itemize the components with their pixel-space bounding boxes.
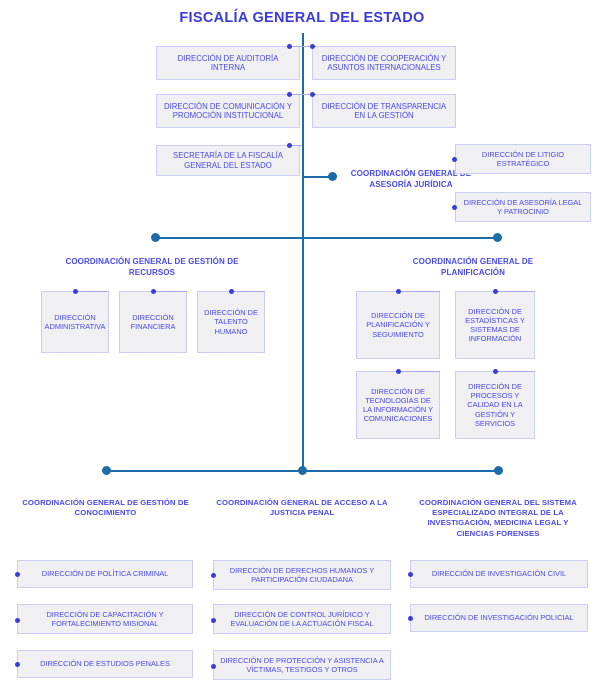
box-talento-humano[interactable]: DIRECCIÓN DE TALENTO HUMANO: [197, 291, 265, 353]
dot-planificacion-branch: [493, 233, 502, 242]
heading-acceso-justicia-penal: COORDINACIÓN GENERAL DE ACCESO A LA JUST…: [216, 498, 388, 518]
connector-talento-humano: [231, 291, 265, 292]
dot-auditoria: [287, 43, 292, 49]
connector-planificacion-seguimiento: [398, 291, 440, 292]
dot-derechos-humanos: [210, 572, 216, 578]
box-planificacion-seguimiento[interactable]: DIRECCIÓN DE PLANIFICACIÓN Y SEGUIMIENTO: [356, 291, 440, 359]
box-tecnologias-informacion[interactable]: DIRECCIÓN DE TECNOLOGÍAS DE LA INFORMACI…: [356, 371, 440, 439]
connector-transparencia: [302, 94, 316, 95]
dot-justicia-branch: [298, 466, 307, 475]
box-asesoria-legal[interactable]: DIRECCIÓN DE ASESORÍA LEGAL Y PATROCINIO: [455, 192, 591, 222]
dot-control-juridico: [210, 617, 216, 623]
dot-asesoria-legal: [452, 204, 457, 210]
connector-cooperacion: [302, 46, 316, 47]
box-transparencia[interactable]: DIRECCIÓN DE TRANSPARENCIA EN LA GESTIÓN: [312, 94, 456, 128]
dot-politica-criminal: [14, 571, 20, 577]
box-litigio-estrategico[interactable]: DIRECCIÓN DE LITIGIO ESTRATÉGICO: [455, 144, 591, 174]
box-politica-criminal[interactable]: DIRECCIÓN DE POLÍTICA CRIMINAL: [17, 560, 193, 588]
dot-litigio: [452, 156, 457, 162]
box-estadisticas-sistemas[interactable]: DIRECCIÓN DE ESTADÍSTICAS Y SISTEMAS DE …: [455, 291, 535, 359]
connector-asesoria-stem: [302, 176, 334, 178]
dot-administrativa: [72, 288, 78, 294]
connector-administrativa: [75, 291, 109, 292]
page-title: FISCALÍA GENERAL DEL ESTADO: [179, 10, 425, 26]
spine-top: [302, 33, 304, 237]
dot-procesos-calidad: [492, 368, 498, 374]
box-comunicacion[interactable]: DIRECCIÓN DE COMUNICACIÓN Y PROMOCIÓN IN…: [156, 94, 300, 128]
box-proteccion-victimas[interactable]: DIRECCIÓN DE PROTECCIÓN Y ASISTENCIA A V…: [213, 650, 391, 680]
dot-talento-humano: [228, 288, 234, 294]
connector-financiera: [153, 291, 187, 292]
dot-conocimiento-branch: [102, 466, 111, 475]
box-auditoria-interna[interactable]: DIRECCIÓN DE AUDITORÍA INTERNA: [156, 46, 300, 80]
dot-planificacion-seguimiento: [395, 288, 401, 294]
dot-estudios-penales: [14, 661, 20, 667]
connector-comunicacion: [288, 94, 302, 95]
dot-comunicacion: [287, 91, 292, 97]
dot-forenses-branch: [494, 466, 503, 475]
dot-estadisticas: [492, 288, 498, 294]
heading-asesoria-juridica: COORDINACIÓN GENERAL DE ASESORÍA JURÍDIC…: [350, 169, 472, 189]
spine-middle: [302, 237, 304, 471]
dot-tecnologias: [395, 368, 401, 374]
dot-investigacion-civil: [407, 571, 413, 577]
dot-capacitacion-misional: [14, 617, 20, 623]
dot-financiera: [150, 288, 156, 294]
connector-secretaria: [288, 145, 302, 146]
connector-estadisticas: [495, 291, 535, 292]
heading-gestion-recursos: COORDINACIÓN GENERAL DE GESTIÓN DE RECUR…: [65, 257, 239, 277]
dot-secretaria: [287, 142, 292, 148]
dot-asesoria: [328, 172, 337, 181]
box-capacitacion-misional[interactable]: DIRECCIÓN DE CAPACITACIÓN Y FORTALECIMIE…: [17, 604, 193, 634]
box-direccion-administrativa[interactable]: DIRECCIÓN ADMINISTRATIVA: [41, 291, 109, 353]
box-investigacion-policial[interactable]: DIRECCIÓN DE INVESTIGACIÓN POLICIAL: [410, 604, 588, 632]
connector-tecnologias: [398, 371, 440, 372]
box-cooperacion[interactable]: DIRECCIÓN DE COOPERACIÓN Y ASUNTOS INTER…: [312, 46, 456, 80]
heading-sistema-forenses: COORDINACIÓN GENERAL DEL SISTEMA ESPECIA…: [419, 498, 577, 538]
box-procesos-calidad[interactable]: DIRECCIÓN DE PROCESOS Y CALIDAD EN LA GE…: [455, 371, 535, 439]
dot-cooperacion: [310, 43, 315, 49]
divider-middle: [155, 237, 497, 239]
box-estudios-penales[interactable]: DIRECCIÓN DE ESTUDIOS PENALES: [17, 650, 193, 678]
connector-procesos-calidad: [495, 371, 535, 372]
box-derechos-humanos[interactable]: DIRECCIÓN DE DERECHOS HUMANOS Y PARTICIP…: [213, 560, 391, 590]
dot-recursos-branch: [151, 233, 160, 242]
heading-gestion-conocimiento: COORDINACIÓN GENERAL DE GESTIÓN DE CONOC…: [22, 498, 189, 518]
dot-transparencia: [310, 91, 315, 97]
box-direccion-financiera[interactable]: DIRECCIÓN FINANCIERA: [119, 291, 187, 353]
heading-planificacion: COORDINACIÓN GENERAL DE PLANIFICACIÓN: [412, 257, 534, 277]
box-secretaria[interactable]: SECRETARÍA DE LA FISCALÍA GENERAL DEL ES…: [156, 145, 300, 176]
connector-auditoria: [288, 46, 302, 47]
dot-proteccion-victimas: [210, 663, 216, 669]
box-investigacion-civil[interactable]: DIRECCIÓN DE INVESTIGACIÓN CIVIL: [410, 560, 588, 588]
box-control-juridico[interactable]: DIRECCIÓN DE CONTROL JURÍDICO Y EVALUACI…: [213, 604, 391, 634]
dot-investigacion-policial: [407, 615, 413, 621]
